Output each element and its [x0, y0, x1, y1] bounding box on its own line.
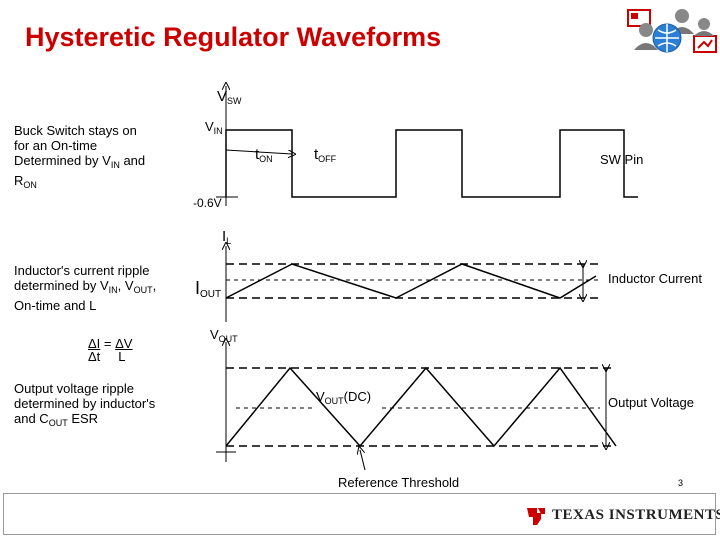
vin-label: VIN	[205, 119, 223, 136]
page-title: Hysteretic Regulator Waveforms	[25, 22, 442, 52]
inductor-ripple-note: Inductor's current ripple determined by …	[14, 263, 157, 313]
il-axis-label: IL	[222, 228, 232, 246]
output-voltage-label: Output Voltage	[608, 395, 695, 410]
sw-pin-waveform	[225, 129, 638, 198]
toff-label: tOFF	[314, 146, 337, 164]
ti-logo-icon	[527, 508, 545, 525]
output-ripple-note: Output voltage ripple determined by indu…	[14, 381, 156, 428]
ton-label: tON	[255, 146, 273, 164]
output-voltage-waveform	[225, 366, 617, 448]
vout-axis-label: VOUT	[210, 327, 238, 344]
vout-dc-label: VOUT(DC)	[316, 389, 372, 406]
iout-label: IOUT	[195, 278, 222, 300]
sw-pin-label: SW Pin	[600, 152, 644, 167]
footer-bar	[3, 493, 716, 535]
negative-voltage-label: -0.6V	[193, 196, 222, 210]
inductor-current-waveform	[225, 263, 597, 299]
vin-pointer	[225, 149, 292, 154]
buck-switch-note: Buck Switch stays on for an On-time Dete…	[14, 123, 146, 190]
reference-threshold-label: Reference Threshold	[338, 475, 460, 490]
page-number: 3	[678, 478, 684, 488]
inductor-current-label: Inductor Current	[608, 271, 702, 286]
vsw-axis-label: VSW	[217, 88, 242, 106]
collaboration-icon	[627, 9, 717, 53]
brand-name: TEXAS INSTRUMENTS	[552, 507, 720, 523]
reference-pointer	[360, 450, 366, 471]
